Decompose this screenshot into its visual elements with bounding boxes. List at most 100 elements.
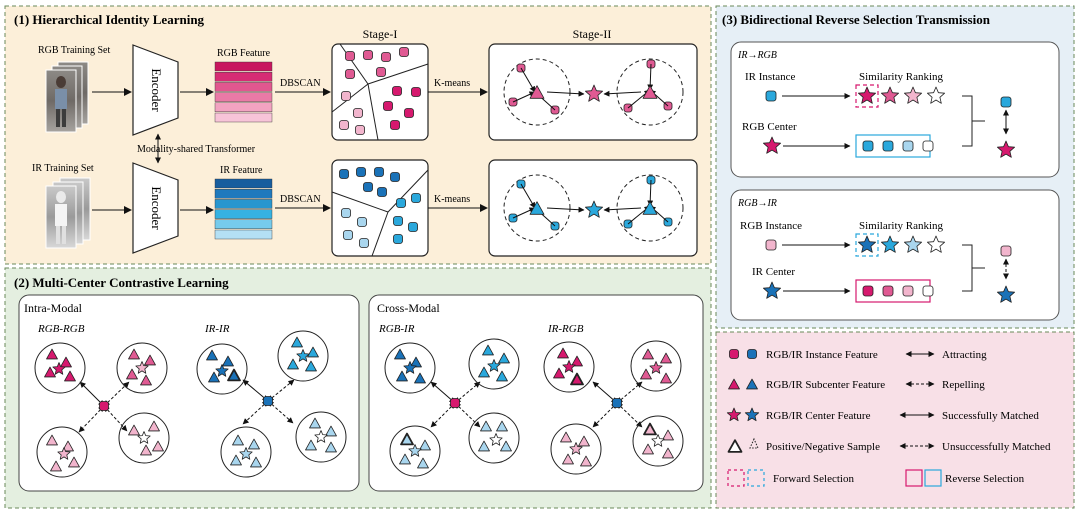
ir-training-set-label: IR Training Set: [32, 163, 94, 174]
cross-modal-label: Cross-Modal: [377, 301, 440, 315]
instance-square: [862, 285, 874, 297]
subcenter-triangle: [128, 424, 140, 436]
instance-square: [393, 216, 403, 226]
cluster-circle: [543, 341, 595, 393]
subcenter-triangle: [400, 432, 414, 446]
subcenter-triangle: [46, 348, 58, 360]
ir-training-images: [45, 177, 91, 249]
subcenter-triangle: [482, 344, 494, 356]
subcenter-triangle: [478, 440, 490, 452]
center-star: [997, 285, 1015, 303]
ir-to-rgb-box: [730, 41, 1060, 178]
instance-square: [765, 239, 777, 251]
subcenter-triangle: [642, 85, 658, 99]
subcenter-triangle: [394, 348, 406, 360]
ir-rgb-label: IR-RGB: [547, 323, 584, 335]
feature-bar: [214, 61, 273, 72]
subcenter-triangle: [325, 425, 337, 437]
subcenter-triangle: [140, 374, 152, 386]
subcenter-triangle: [478, 366, 490, 378]
match-bracket: [962, 95, 985, 147]
feature-bar: [214, 71, 273, 82]
instance-square: [392, 86, 402, 96]
stage1-ir-partition: [331, 169, 429, 257]
forward-selection-ir-box: [747, 469, 765, 487]
stage2-rgb-clusters: [503, 58, 684, 126]
subcenter-triangle: [227, 368, 241, 382]
ir-ir-label: IR-IR: [204, 323, 230, 335]
ir-to-rgb-label: IR→RGB: [737, 50, 777, 61]
legend-instance-feature: RGB/IR Instance Feature: [766, 349, 878, 361]
subcenter-triangle: [140, 444, 152, 456]
center-star: [239, 447, 253, 460]
instance-square: [376, 67, 386, 77]
subcenter-triangle: [46, 434, 58, 446]
cluster-circle: [468, 412, 520, 464]
ir-encoder: [132, 162, 179, 254]
subcenter-triangle: [410, 356, 422, 368]
instance-square: [765, 90, 777, 102]
center-star: [858, 235, 876, 253]
subcenter-triangle: [291, 336, 303, 348]
cluster-circle: [503, 58, 571, 126]
instance-square: [356, 167, 366, 177]
instance-square: [396, 198, 406, 208]
subcenter-triangle: [642, 443, 654, 455]
rgb-training-set-label: RGB Training Set: [38, 45, 110, 56]
stage1-ir-instances: [339, 167, 421, 248]
instance-square: [882, 140, 894, 152]
kmeans-bottom-label: K-means: [434, 194, 470, 205]
ir-instance-label: IR Instance: [745, 71, 796, 83]
rgb-to-ir-box: [730, 189, 1060, 321]
panel2-title: (2) Multi-Center Contrastive Learning: [14, 275, 229, 290]
center-star: [858, 86, 876, 104]
connector-arrow: [546, 90, 585, 97]
instance-square: [343, 230, 353, 240]
subcenter-triangle: [417, 457, 429, 469]
center-star: [314, 430, 328, 443]
instance-square: [363, 50, 373, 60]
subcenter-triangle: [307, 346, 319, 358]
legend-pos-neg-sample: Positive/Negative Sample: [766, 441, 880, 453]
rgb-training-images: [45, 61, 89, 133]
center-star: [569, 442, 583, 455]
feature-bar: [214, 102, 273, 113]
center-star: [651, 434, 665, 447]
instance-square: [357, 217, 367, 227]
subcenter-triangle: [396, 370, 408, 382]
subcenter-triangle: [642, 348, 654, 360]
cluster-circle: [36, 426, 88, 478]
connector-arrow: [546, 206, 585, 213]
cluster-circle: [116, 342, 168, 394]
forward-selection-box: [855, 84, 879, 108]
feature-bar: [214, 92, 273, 102]
instance-square: [339, 169, 349, 179]
center-star: [904, 235, 922, 253]
stage1-rgb-instances: [339, 47, 421, 135]
legend-repelling: Repelling: [942, 379, 985, 391]
subcenter-triangle: [248, 438, 260, 450]
shared-transformer-label: Modality-shared Transformer: [137, 144, 256, 155]
subcenter-triangle: [480, 420, 492, 432]
cluster-circle: [550, 423, 602, 475]
center-star: [52, 362, 66, 375]
rgb-to-ir-label: RGB→IR: [737, 198, 777, 209]
instance-square: [383, 101, 393, 111]
instance-square: [399, 47, 409, 57]
cluster-circle: [503, 174, 571, 242]
cluster-circle: [295, 411, 347, 463]
cluster-circle: [277, 330, 329, 382]
center-star: [487, 359, 501, 372]
legend-forward-selection: Forward Selection: [773, 473, 854, 485]
subcenter-triangle: [126, 368, 138, 380]
instance-square: [393, 234, 403, 244]
rgb-center-label: RGB Center: [742, 121, 797, 133]
connector-arrow: [512, 91, 536, 103]
instance-square: [355, 125, 365, 135]
subcenter-triangle: [64, 370, 76, 382]
connector-arrow: [603, 206, 642, 213]
rgb-encoder-label: Encoder: [149, 68, 164, 112]
reverse-selection-rgb-box: [905, 469, 923, 487]
